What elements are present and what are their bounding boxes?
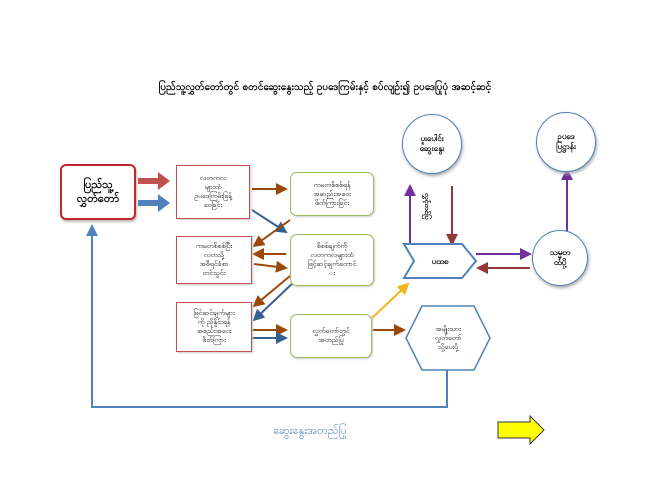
step1-box: လတကလ များထံ ဥပဒေကြမ်းဖြန့် ဝေခြင်း <box>176 165 250 219</box>
diagram-title: ပြည်သူ့လွှတ်တော်တွင် စတင်ဆွေးနွေးသည့် ဥပ… <box>158 82 492 93</box>
footer-label: ဆွေးနွေးအတည်ပြု <box>273 424 347 437</box>
arrow-step4-step5 <box>252 275 291 308</box>
parliament-box: ပြည်သူ့ လွှတ်တော် <box>60 164 136 220</box>
joint-debate-circle: ပူးပေါင်း ဆွေးနွေး <box>402 114 462 174</box>
arrow-parliament-to-step1-red <box>138 172 170 190</box>
step5-box: ဖြင်ဆင်ချက်များ ကို ညှိနှိုင်းရန် အစည်းအ… <box>176 302 252 352</box>
yellow-legend-arrow <box>497 414 545 446</box>
arrow-step6-pyidaungsu <box>371 282 410 319</box>
arrow-step1-step4 <box>251 209 288 234</box>
arrow-parliament-to-step1-blue <box>138 194 170 212</box>
pyidaungsu-pentagon <box>402 243 478 279</box>
pyidaungsu-label: ပထစ <box>431 256 449 266</box>
law-enactment-circle: ဥပဒေ ပြဋ္ဌာန်း <box>536 112 596 172</box>
president-circle: သမ္မတ ထံပို့ <box>532 230 588 286</box>
feedback-loop-arrow <box>86 224 448 408</box>
arrow-step4-step5-blue <box>252 279 297 322</box>
step2-box: ကမတစိစစ်ရန် အဆည်းအဝေး ဖိတ်ကြားခြင်း <box>290 172 374 216</box>
national-label: အမျိုးသား လွှတ်တော် သို့ပေးပို့ <box>434 324 462 351</box>
step3-box: ကမတစိစစ်ပြီး လတသို့ အစီရင်ခံစာ တင်သွင်း <box>176 236 252 284</box>
step6-box: လွှတ်တော်တွင် အတည်ပြု <box>290 314 372 358</box>
arrow-step3-step4 <box>253 260 288 273</box>
national-hexagon <box>405 305 491 371</box>
step4-box: စိစစ်ချက်ကို လတကလများထံ ဖြင့်ဆင့်ချက်တော… <box>290 234 374 286</box>
arrow-step2-step3 <box>252 219 291 248</box>
vertical-label: လွှင့်တင်ပြ <box>423 192 431 220</box>
